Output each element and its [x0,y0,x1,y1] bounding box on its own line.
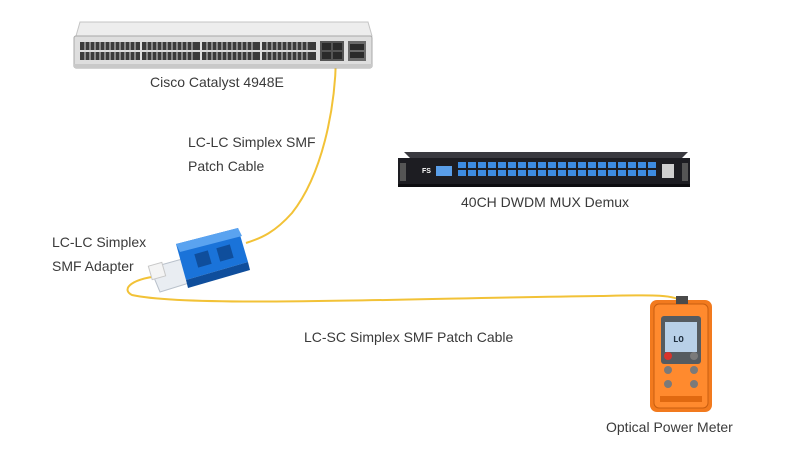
adapter-label-line1: LC-LC Simplex [52,234,147,250]
switch-sfp-ports [320,41,366,61]
power-meter-label: Optical Power Meter [606,419,733,435]
adapter-label-line2: SMF Adapter [52,258,134,274]
mux-port-array [436,162,656,176]
lc-lc-adapter [147,228,250,293]
optical-power-meter: LO [650,296,712,412]
mux-brand-logo: FS [422,168,431,175]
lc-lc-cable-label: LC-LC Simplex SMF Patch Cable [188,130,316,178]
lc-lc-cable-label-line1: LC-LC Simplex SMF [188,134,316,150]
adapter-label: LC-LC Simplex SMF Adapter [52,230,146,278]
lc-lc-cable-label-line2: Patch Cable [188,158,265,174]
lc-lc-patch-cable [245,57,337,244]
lc-sc-cable-label: LC-SC Simplex SMF Patch Cable [304,329,514,345]
mux-label: 40CH DWDM MUX Demux [461,194,630,210]
lc-sc-patch-cable [126,275,683,303]
switch-label: Cisco Catalyst 4948E [150,74,284,90]
dwdm-mux-demux: FS [398,152,690,187]
meter-display-text: LO [673,335,684,345]
cisco-switch [73,21,373,69]
